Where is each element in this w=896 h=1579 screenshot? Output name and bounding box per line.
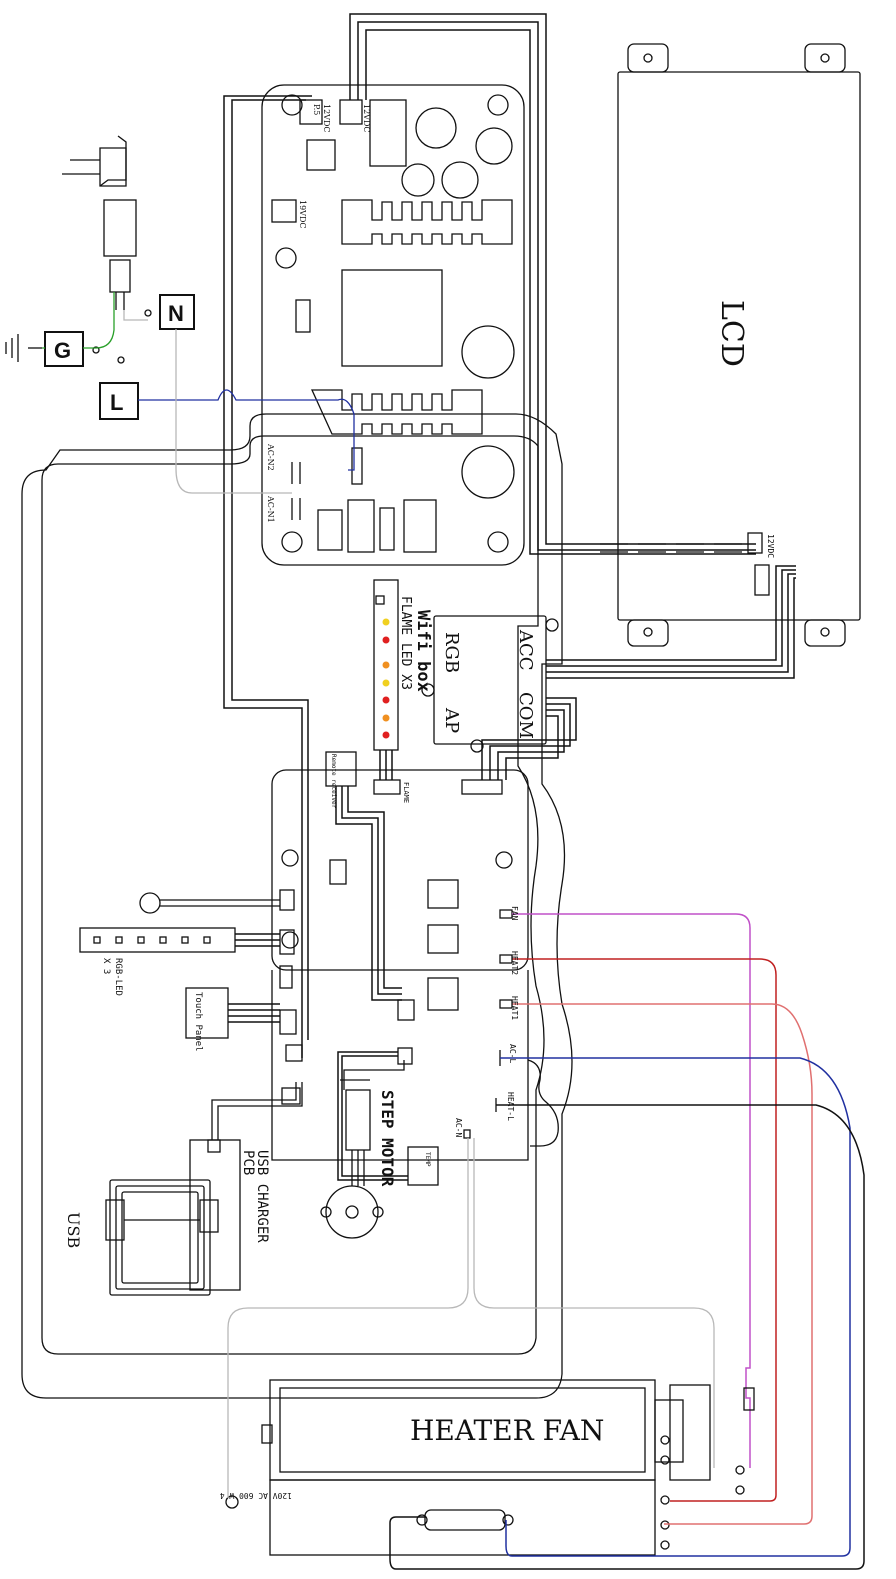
remote-label: Remote receiver [330,754,337,809]
usb-charger-pcb [105,1082,303,1296]
ac-n1-label: AC-N1 [266,495,275,523]
neutral-label: N [168,301,184,326]
heater-fan-label: HEATER FAN [410,1414,604,1447]
heat-l-label: HEAT-L [506,1092,515,1121]
ground-terminal [44,331,84,367]
touch-panel [185,987,229,1039]
ground-label: G [54,338,71,363]
psu-12vdc-b: 12VDC [362,104,371,133]
live-terminal [99,382,139,420]
power-plug [62,135,137,310]
rgb-label: RGB [441,632,462,673]
lcd-12vdc-label: 12VDC [766,534,775,558]
acc-label: ACC [515,629,536,671]
ground-icon [5,334,42,362]
wifi-box [421,615,559,753]
wifi-box-label: Wifi box [413,610,433,692]
flame-connector-label: FLAME [402,782,410,803]
temp-sensor [407,1146,439,1186]
sensor-probe [139,892,161,914]
lcd-label: LCD [714,300,749,367]
heater-fan [225,1379,745,1556]
heater-rating-label: 120V AC 600 W 4 [220,1491,292,1500]
ac-l-label: AC-L [508,1044,517,1063]
psu-19vdc-label: 19VDC [298,200,307,229]
power-supply-board [261,84,525,566]
flame-leds [382,618,390,739]
heat2-label: HEAT2 [510,951,519,975]
touch-panel-label: Touch Panel [193,992,203,1052]
step-motor-label: STEP MOTOR [378,1090,397,1187]
ap-label: AP [441,707,462,733]
lcd-module [617,43,861,647]
psu-p5-label: P.5 [312,104,321,115]
ac-n-label: AC-N [454,1118,463,1137]
pcb-label: PCB [240,1150,256,1175]
temp-label: TEMP [424,1152,431,1167]
enclosure-outline [21,413,573,1399]
com-label: COM [515,692,536,739]
rgb-led-bar [79,927,236,953]
live-label: L [110,390,123,415]
ac-n2-label: AC-N2 [266,443,275,471]
rgb-led-label: RGB-LED [113,958,123,996]
neutral-terminal [159,294,195,330]
heat1-label: HEAT1 [510,996,519,1020]
usb-label: USB [64,1212,83,1248]
fan-label: FAN [510,906,519,921]
usb-charger-label: USB CHARGER [254,1150,270,1243]
rgb-led-count: X 3 [101,958,111,974]
flame-led-label: FLAME LED X3 [398,596,413,690]
psu-12vdc-a: 12VDC [322,104,331,133]
